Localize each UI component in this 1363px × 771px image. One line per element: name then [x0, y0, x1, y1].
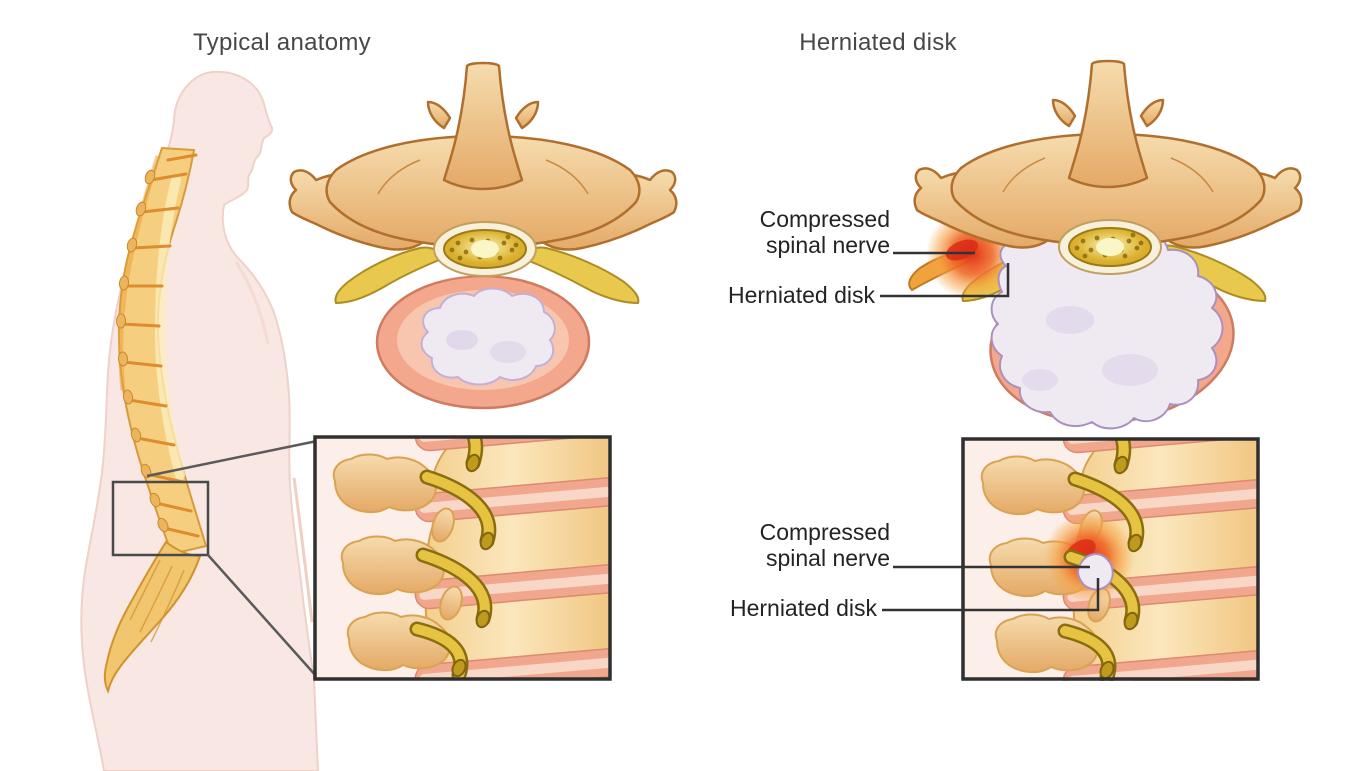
axial-view-typical	[288, 61, 678, 410]
label-line: spinal nerve	[765, 232, 890, 258]
leader-herniated-lateral	[882, 578, 1100, 612]
body-figure	[80, 70, 320, 771]
lumbar-callout-box	[111, 480, 210, 557]
disk-nucleus	[420, 287, 556, 386]
label-herniated-disk-axial: Herniated disk	[727, 282, 875, 308]
label-line: spinal nerve	[765, 545, 890, 571]
label-compressed-spinal-nerve-lateral: Compressed spinal nerve	[640, 519, 890, 571]
axial-view-herniated	[908, 59, 1303, 430]
inset-border	[961, 437, 1260, 681]
sacrum	[103, 540, 202, 694]
label-herniated-disk-lateral: Herniated disk	[729, 595, 877, 621]
leader-lines	[880, 251, 1100, 612]
title-herniated-disk: Herniated disk	[799, 29, 957, 56]
inset-border	[313, 435, 612, 681]
title-typical-anatomy: Typical anatomy	[193, 29, 371, 56]
label-line: Compressed	[759, 519, 890, 545]
herniated-nucleus-small	[1077, 553, 1114, 591]
spine-column	[103, 146, 208, 694]
label-line: Compressed	[759, 206, 890, 232]
leader-herniated-axial	[880, 263, 1010, 298]
callout-connector-top	[146, 439, 318, 478]
inset-lateral-herniated	[961, 437, 1260, 681]
label-compressed-spinal-nerve-axial: Compressed spinal nerve	[640, 206, 890, 258]
callout-connector-bottom	[207, 554, 318, 678]
inset-lateral-typical	[313, 435, 612, 681]
